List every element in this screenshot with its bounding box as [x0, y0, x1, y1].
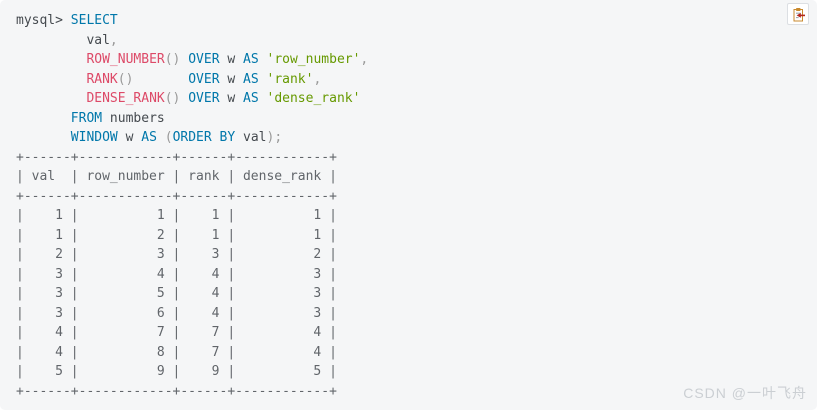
code-line: FROM numbers — [70, 110, 165, 126]
sql-code: mysql> SELECT val, ROW_NUMBER() OVER w A… — [16, 11, 801, 148]
code-line: mysql> SELECT — [16, 13, 118, 28]
clipboard-arrow-icon — [793, 7, 805, 21]
code-line: DENSE_RANK() OVER w AS 'dense_rank' — [86, 91, 361, 106]
code-line: WINDOW w AS (ORDER BY val); — [70, 130, 283, 145]
result-table: +------+------------+------+------------… — [16, 149, 337, 399]
copy-code-button[interactable] — [787, 3, 809, 25]
code-line: RANK() OVER w AS 'rank', — [86, 71, 322, 87]
code-line: val, — [16, 32, 118, 48]
watermark: CSDN @一叶飞舟 — [683, 384, 807, 401]
code-line: ROW_NUMBER() OVER w AS 'row_number', — [86, 52, 369, 67]
